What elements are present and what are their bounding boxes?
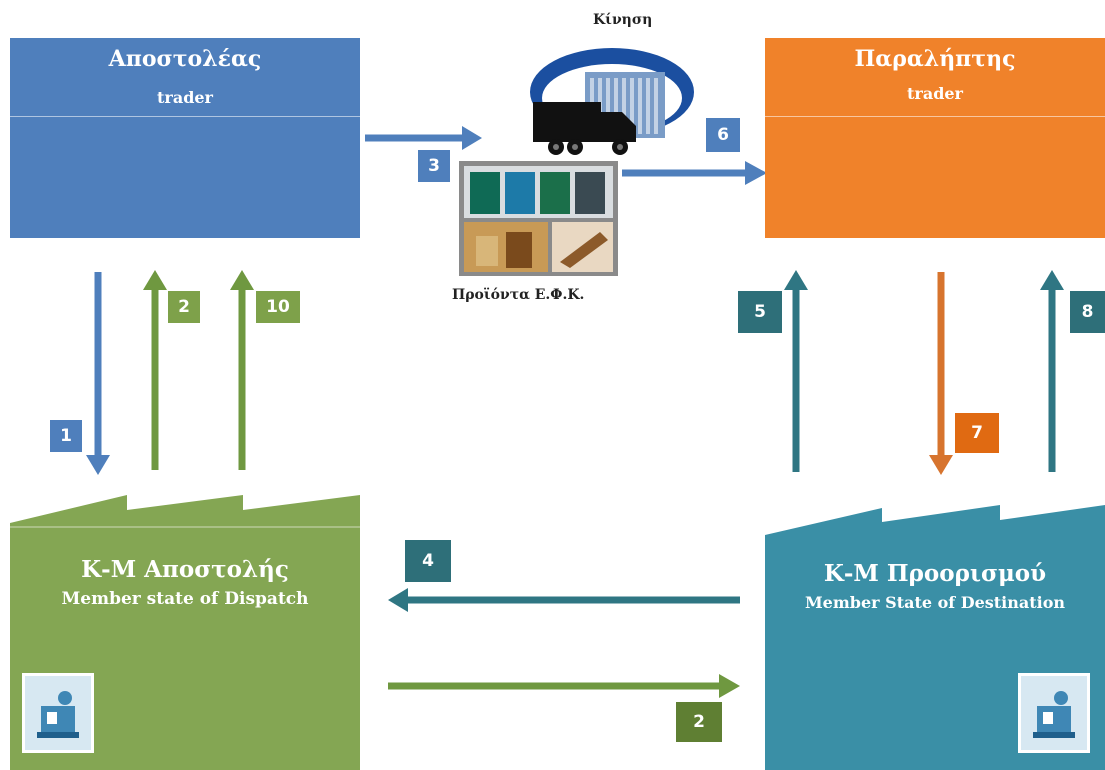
receiver-subtitle: trader <box>907 84 963 103</box>
destination-state-labels: Κ-Μ Προορισμού Member State of Destinati… <box>765 560 1105 612</box>
step-badge-4: 4 <box>405 540 451 582</box>
receiver-divider <box>765 116 1105 117</box>
step-badge-8: 8 <box>1070 291 1105 333</box>
dispatch-state-labels: Κ-Μ Αποστολής Member state of Dispatch <box>10 556 360 609</box>
excise-products-collage <box>459 161 618 276</box>
step-badge-1: 1 <box>50 420 82 452</box>
arrow-7-down <box>929 272 953 475</box>
dispatch-state-shape <box>10 495 360 770</box>
step-badge-2-top: 2 <box>168 291 200 323</box>
arrow-6-right <box>622 161 767 185</box>
movement-label: Κίνηση <box>593 12 653 28</box>
arrow-10-up <box>230 270 254 470</box>
destination-office-worker-icon <box>1018 673 1090 753</box>
receiver-box: Παραλήπτης trader <box>765 38 1105 238</box>
sender-divider <box>10 116 360 117</box>
sender-box: Αποστολέας trader <box>10 38 360 238</box>
step-badge-6: 6 <box>706 118 740 152</box>
destination-state-title: Κ-Μ Προορισμού <box>823 560 1047 587</box>
step-badge-2-bottom: 2 <box>676 702 722 742</box>
dispatch-state-subtitle: Member state of Dispatch <box>61 589 309 609</box>
step-badge-5: 5 <box>738 291 782 333</box>
arrow-8-up <box>1040 270 1064 472</box>
receiver-title: Παραλήπτης <box>854 46 1016 72</box>
arrow-2-up <box>143 270 167 470</box>
step-badge-10: 10 <box>256 291 300 323</box>
destination-state-subtitle: Member State of Destination <box>804 593 1066 612</box>
arrow-5-up <box>784 270 808 472</box>
step-badge-7: 7 <box>955 413 999 453</box>
products-label: Προϊόντα Ε.Φ.Κ. <box>452 287 585 303</box>
truck-warehouse-icon <box>530 48 694 155</box>
arrow-3-right <box>365 126 482 150</box>
sender-subtitle: trader <box>157 88 213 107</box>
dispatch-office-worker-icon <box>22 673 94 753</box>
step-badge-3: 3 <box>418 150 450 182</box>
dispatch-state-title: Κ-Μ Αποστολής <box>81 556 289 583</box>
arrow-1-down <box>86 272 110 475</box>
arrow-2-right <box>388 674 740 698</box>
sender-title: Αποστολέας <box>108 46 262 72</box>
arrow-4-left <box>388 588 740 612</box>
